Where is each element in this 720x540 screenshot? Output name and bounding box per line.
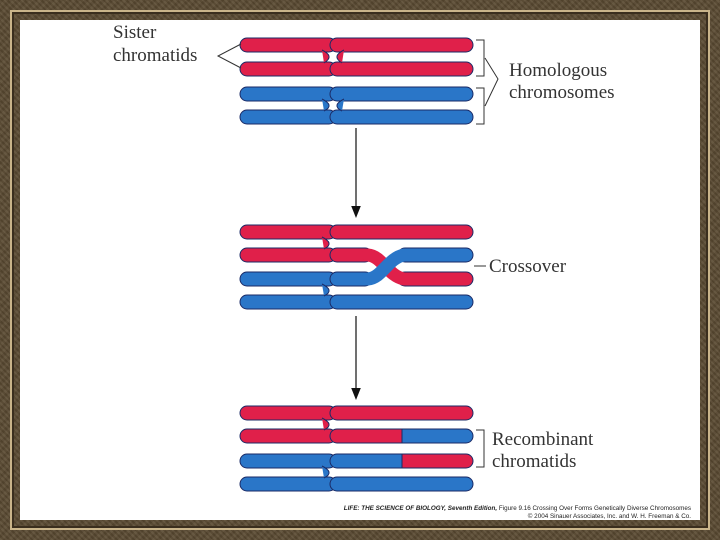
sister-label-line2: chromatids xyxy=(113,45,197,66)
blue-sister-chromatids xyxy=(239,86,474,125)
caption-figure: Figure 9.16 Crossing Over Forms Genetica… xyxy=(497,505,691,512)
caption-copyright: © 2004 Sinauer Associates, Inc. and W. H… xyxy=(528,512,691,520)
sister-label-line1: Sister xyxy=(113,22,157,43)
recombinant-red-segment xyxy=(401,453,474,469)
bracket-recombinant xyxy=(476,429,485,468)
recombinant-label-line1: Recombinant xyxy=(492,429,594,450)
sister-pointer-lines xyxy=(216,43,242,69)
stage-1-homologous-pair xyxy=(239,37,474,125)
crossover-label: Crossover xyxy=(489,256,567,277)
caption-source: LIFE: THE SCIENCE OF BIOLOGY, Seventh Ed… xyxy=(344,505,498,512)
recombinant-blue-segment xyxy=(401,428,474,444)
bracket-red-pair xyxy=(476,39,485,77)
red-sister-chromatids xyxy=(239,37,474,77)
frame-mat xyxy=(10,10,710,530)
crossover-blue-strand xyxy=(361,248,411,286)
stage-3-recombinant xyxy=(239,405,474,492)
homologous-label-line2: chromosomes xyxy=(509,82,615,103)
recombinant-label-line2: chromatids xyxy=(492,451,576,472)
homologous-label-line1: Homologous xyxy=(509,60,607,81)
bracket-blue-pair xyxy=(476,87,485,125)
recombinant-red-part xyxy=(329,428,403,444)
homologous-pointer-lines xyxy=(484,57,499,107)
recombinant-blue-part xyxy=(329,453,403,469)
figure-caption: LIFE: THE SCIENCE OF BIOLOGY, Seventh Ed… xyxy=(344,505,691,512)
stage-2-crossover xyxy=(239,224,474,310)
